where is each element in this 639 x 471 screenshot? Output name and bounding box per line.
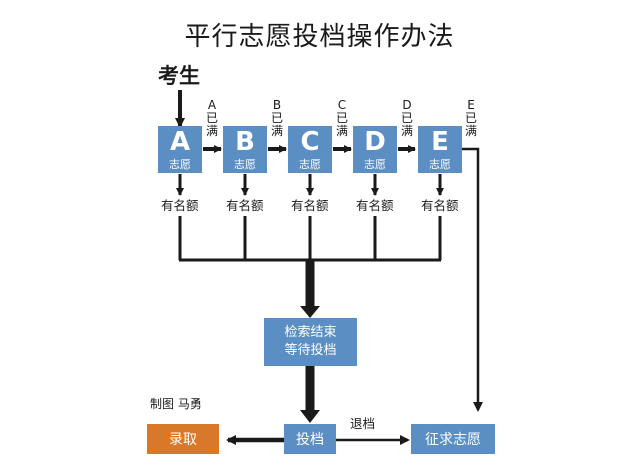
solicit-label: 征求志愿: [425, 432, 481, 448]
submit-box: 投档: [284, 424, 336, 454]
full-label-c: C已满: [335, 98, 348, 138]
wait-line-2: 等待投档: [284, 343, 337, 358]
quota-label-a: 有名额: [161, 198, 199, 213]
choice-box-a: A 志愿: [158, 126, 202, 173]
credit-label: 制图 马勇: [150, 397, 202, 411]
choice-sub: 志愿: [169, 158, 191, 171]
choice-letter: D: [364, 127, 386, 157]
arrow-to-wait-head: [300, 306, 320, 318]
full-label-d: D已满: [400, 98, 413, 138]
choice-sub: 志愿: [364, 158, 386, 171]
choice-box-e: E 志愿: [418, 126, 462, 173]
arrow-to-submit-head: [300, 410, 320, 423]
quota-label-b: 有名额: [226, 198, 264, 213]
wait-box: 检索结束 等待投档: [264, 318, 357, 366]
choice-letter: A: [169, 127, 191, 157]
admit-label: 录取: [169, 432, 197, 448]
solicit-box: 征求志愿: [411, 424, 495, 454]
quota-label-c: 有名额: [291, 198, 329, 213]
retreat-label: 退档: [350, 416, 376, 431]
page-title: 平行志愿投档操作办法: [184, 22, 455, 52]
choice-sub: 志愿: [234, 158, 256, 171]
choice-box-c: C 志愿: [288, 126, 332, 173]
admit-box: 录取: [147, 424, 219, 454]
choice-letter: E: [431, 127, 449, 157]
choice-letter: B: [235, 127, 255, 157]
full-label-b: B已满: [270, 98, 283, 138]
start-label: 考生: [158, 64, 200, 88]
submit-label: 投档: [296, 432, 324, 448]
choice-box-b: B 志愿: [223, 126, 267, 173]
full-label-a: A已满: [205, 98, 218, 138]
choice-letter: C: [300, 127, 320, 157]
quota-label-e: 有名额: [421, 198, 459, 213]
choice-sub: 志愿: [299, 158, 321, 171]
choice-sub: 志愿: [429, 158, 451, 171]
full-label-e: E已满: [464, 98, 477, 138]
quota-label-d: 有名额: [356, 198, 394, 213]
e-full-route: [462, 147, 483, 412]
choice-box-d: D 志愿: [353, 126, 397, 173]
wait-line-1: 检索结束: [284, 325, 337, 340]
